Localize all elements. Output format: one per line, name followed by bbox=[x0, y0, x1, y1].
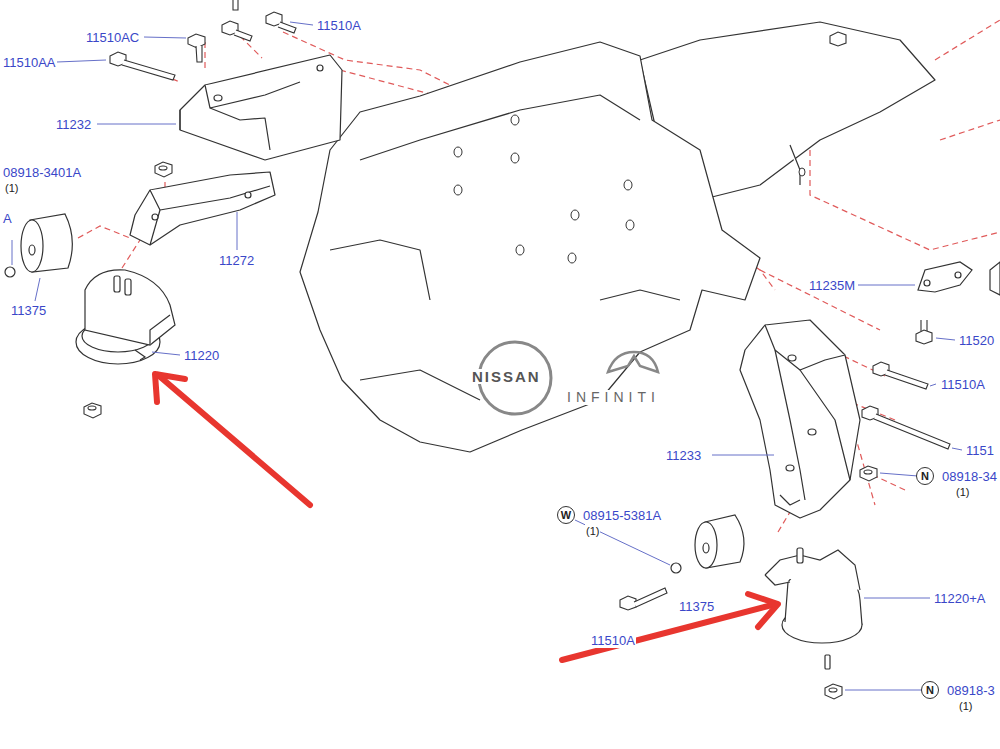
callout-number: A bbox=[2, 211, 13, 226]
callout-number: 11510A bbox=[316, 18, 362, 33]
brand-logo-text: NISSAN bbox=[469, 369, 544, 384]
callout-number: 08918-34 bbox=[941, 469, 998, 484]
callout-number: 11510A bbox=[940, 377, 986, 392]
circled-letter: W bbox=[557, 506, 575, 524]
quantity-note: (1) bbox=[958, 699, 973, 714]
callout-number: 11220+A bbox=[933, 591, 986, 606]
callout-number: 11375 bbox=[678, 599, 715, 614]
callout-number: 11232 bbox=[55, 117, 92, 132]
callout-number: 1151 bbox=[965, 443, 995, 458]
circled-letter: N bbox=[916, 467, 934, 485]
quantity-note: (1) bbox=[955, 485, 970, 500]
callout-number: 11272 bbox=[218, 253, 255, 268]
callout-number: 08915-5381A bbox=[582, 508, 662, 523]
circled-letter-text: W bbox=[561, 509, 571, 521]
callout-number: 11233 bbox=[665, 448, 702, 463]
callout-number: 08918-3 bbox=[946, 683, 996, 698]
callout-number: 11520 bbox=[958, 333, 995, 348]
circled-letter-text: N bbox=[921, 470, 929, 482]
circled-letter: N bbox=[921, 681, 939, 699]
callout-number: 11375 bbox=[10, 303, 47, 318]
quantity-note: (1) bbox=[585, 524, 600, 539]
brand-logo-text: INFINITI bbox=[566, 390, 661, 405]
callout-number: 11510AA bbox=[2, 55, 57, 70]
callout-number: 11220 bbox=[183, 348, 220, 363]
callout-number: 11510A bbox=[590, 633, 636, 648]
circled-letter-text: N bbox=[926, 684, 934, 696]
quantity-note: (1) bbox=[4, 181, 19, 196]
callout-number: 08918-3401A bbox=[2, 165, 82, 180]
callout-number: 11235M bbox=[808, 278, 856, 293]
callout-number: 11510AC bbox=[85, 30, 140, 45]
